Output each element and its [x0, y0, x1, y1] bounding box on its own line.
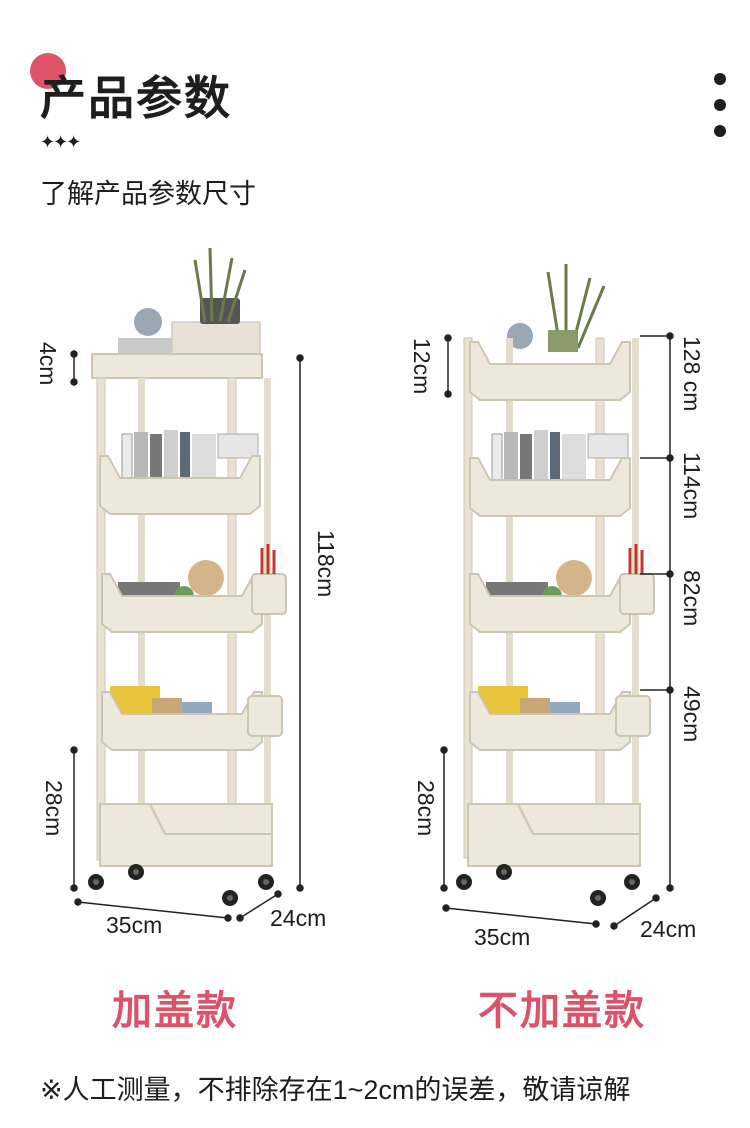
- dim-top-gap-left: 4cm: [35, 342, 61, 386]
- page-title: 产品参数: [40, 72, 232, 124]
- dim-h1-right: 128 cm: [679, 336, 705, 412]
- dim-bottom-gap-right: 28cm: [413, 780, 439, 837]
- dim-width-right: 35cm: [474, 924, 531, 950]
- dim-h3-right: 82cm: [679, 570, 705, 627]
- plant-decor-icon: [507, 264, 606, 352]
- shelf-without-cover: [440, 264, 674, 930]
- dim-width-left: 35cm: [106, 912, 163, 938]
- dim-h4-right: 49cm: [679, 686, 705, 743]
- dim-height-left: 118cm: [313, 530, 339, 598]
- dim-depth-left: 24cm: [270, 905, 327, 931]
- more-menu-icon[interactable]: [714, 73, 728, 151]
- dim-h2-right: 114cm: [679, 452, 705, 520]
- variant-label-with-cover: 加盖款: [112, 989, 238, 1033]
- plant-decor-icon: [118, 247, 261, 355]
- shelf-illustrations: [70, 247, 674, 930]
- dim-depth-right: 24cm: [640, 916, 697, 942]
- shelf-with-cover: [70, 247, 304, 922]
- dim-top-gap-right: 12cm: [409, 338, 435, 395]
- variant-label-without-cover: 不加盖款: [478, 989, 646, 1033]
- dim-bottom-gap-left: 28cm: [41, 780, 67, 837]
- diamond-decor-icon: ✦✦✦: [40, 132, 81, 152]
- accent-dot: [30, 53, 66, 89]
- measurement-note: ※人工测量，不排除存在1~2cm的误差，敬请谅解: [40, 1075, 631, 1105]
- page-subtitle: 了解产品参数尺寸: [40, 179, 256, 209]
